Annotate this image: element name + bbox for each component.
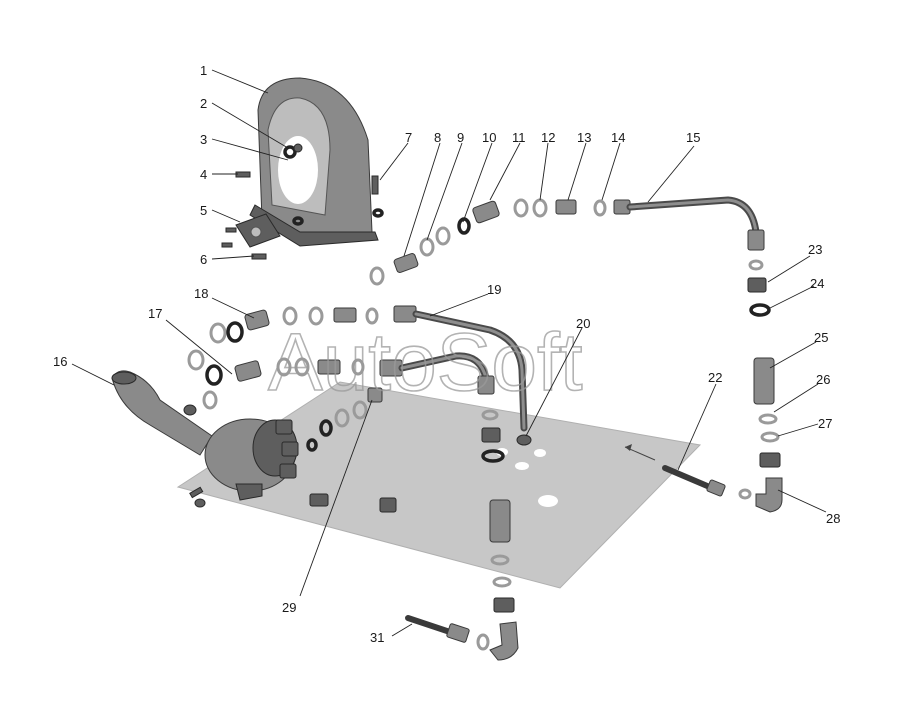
callout-6: 6 xyxy=(200,252,207,267)
plate-fittings xyxy=(306,387,515,613)
callout-16: 16 xyxy=(53,354,67,369)
bolt-31 xyxy=(405,615,519,661)
cover-hardware xyxy=(221,143,384,260)
callout-29: 29 xyxy=(282,600,296,615)
upper-fitting-row xyxy=(369,198,631,286)
callout-19: 19 xyxy=(487,282,501,297)
callout-5: 5 xyxy=(200,203,207,218)
callout-7: 7 xyxy=(405,130,412,145)
callout-18: 18 xyxy=(194,286,208,301)
callout-31: 31 xyxy=(370,630,384,645)
part-cover xyxy=(249,77,379,247)
callout-4: 4 xyxy=(200,167,207,182)
callout-2: 2 xyxy=(200,96,207,111)
callout-28: 28 xyxy=(826,511,840,526)
callout-17: 17 xyxy=(148,306,162,321)
callout-12: 12 xyxy=(541,130,555,145)
callout-3: 3 xyxy=(200,132,207,147)
callout-26: 26 xyxy=(816,372,830,387)
callout-labels: 1 2 3 4 5 6 7 8 9 10 11 12 13 14 15 16 1… xyxy=(53,63,840,645)
left-fitting-rows xyxy=(187,306,379,410)
pipe-19 xyxy=(393,305,532,446)
callout-1: 1 xyxy=(200,63,207,78)
callout-10: 10 xyxy=(482,130,496,145)
pipe-15 xyxy=(626,196,771,317)
callout-15: 15 xyxy=(686,130,700,145)
callout-23: 23 xyxy=(808,242,822,257)
callout-27: 27 xyxy=(818,416,832,431)
callout-13: 13 xyxy=(577,130,591,145)
callout-8: 8 xyxy=(434,130,441,145)
leader-lines xyxy=(71,69,827,637)
right-fitting-column xyxy=(738,357,783,513)
valve-16 xyxy=(111,370,299,508)
callout-9: 9 xyxy=(457,130,464,145)
rod-22 xyxy=(662,465,726,497)
callout-25: 25 xyxy=(814,330,828,345)
watermark: AutoSoft xyxy=(268,317,583,408)
callout-24: 24 xyxy=(810,276,824,291)
mounting-plate xyxy=(176,381,702,589)
callout-22: 22 xyxy=(708,370,722,385)
callout-11: 11 xyxy=(512,130,526,145)
pipe-lower xyxy=(379,352,505,463)
callout-14: 14 xyxy=(611,130,625,145)
callout-20: 20 xyxy=(576,316,590,331)
